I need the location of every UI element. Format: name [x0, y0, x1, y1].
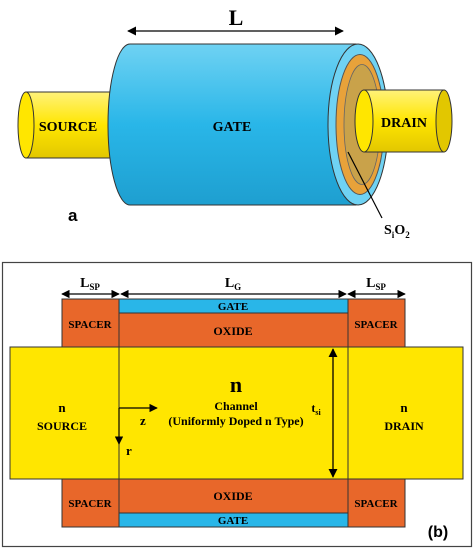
drain-label-b: DRAIN — [384, 419, 424, 433]
channel-label: Channel — [214, 399, 258, 413]
oxide-leader-line — [347, 151, 383, 219]
silicon-body — [9, 346, 464, 480]
spacer-bottom-left-label: SPACER — [68, 498, 112, 510]
source-label: SOURCE — [39, 120, 97, 135]
spacer-bottom-right-label: SPACER — [354, 498, 398, 510]
drain-cylinder — [354, 89, 453, 153]
gate-label: GATE — [213, 120, 252, 135]
tsi-label: tsi — [311, 401, 321, 417]
r-axis-label: r — [126, 443, 132, 458]
source-label-b: SOURCE — [37, 419, 87, 433]
drain-label: DRAIN — [381, 116, 427, 131]
panel-a-tag: a — [68, 206, 78, 225]
oxide-bottom-region — [118, 478, 349, 514]
lsp-left-label: LSP — [80, 276, 100, 292]
spacer-top-right — [347, 298, 406, 348]
oxide-bottom-label: OXIDE — [213, 489, 252, 503]
lsp-right-label: LSP — [366, 276, 386, 292]
z-axis-label: z — [140, 413, 146, 428]
channel-doping-label: n — [230, 372, 242, 397]
source-doping-label: n — [58, 400, 66, 415]
panel-a-3d-view: L SOURCE GATE DRAIN SiO2 — [17, 5, 453, 240]
lg-label: LG — [225, 276, 241, 292]
length-label: L — [229, 5, 244, 30]
gate-bottom-label: GATE — [218, 515, 248, 527]
panel-b-tag: (b) — [428, 524, 448, 541]
oxide-top-label: OXIDE — [213, 324, 252, 338]
spacer-top-left-label: SPACER — [68, 319, 112, 331]
panel-b-cross-section: LSP LG LSP GATE OXIDE SPACER SPACER OXID… — [1, 261, 473, 548]
gate-top-label: GATE — [218, 301, 248, 313]
drain-doping-label: n — [400, 400, 408, 415]
channel-description: (Uniformly Doped n Type) — [168, 414, 303, 428]
oxide-label: SiO2 — [384, 223, 410, 240]
spacer-top-right-label: SPACER — [354, 319, 398, 331]
